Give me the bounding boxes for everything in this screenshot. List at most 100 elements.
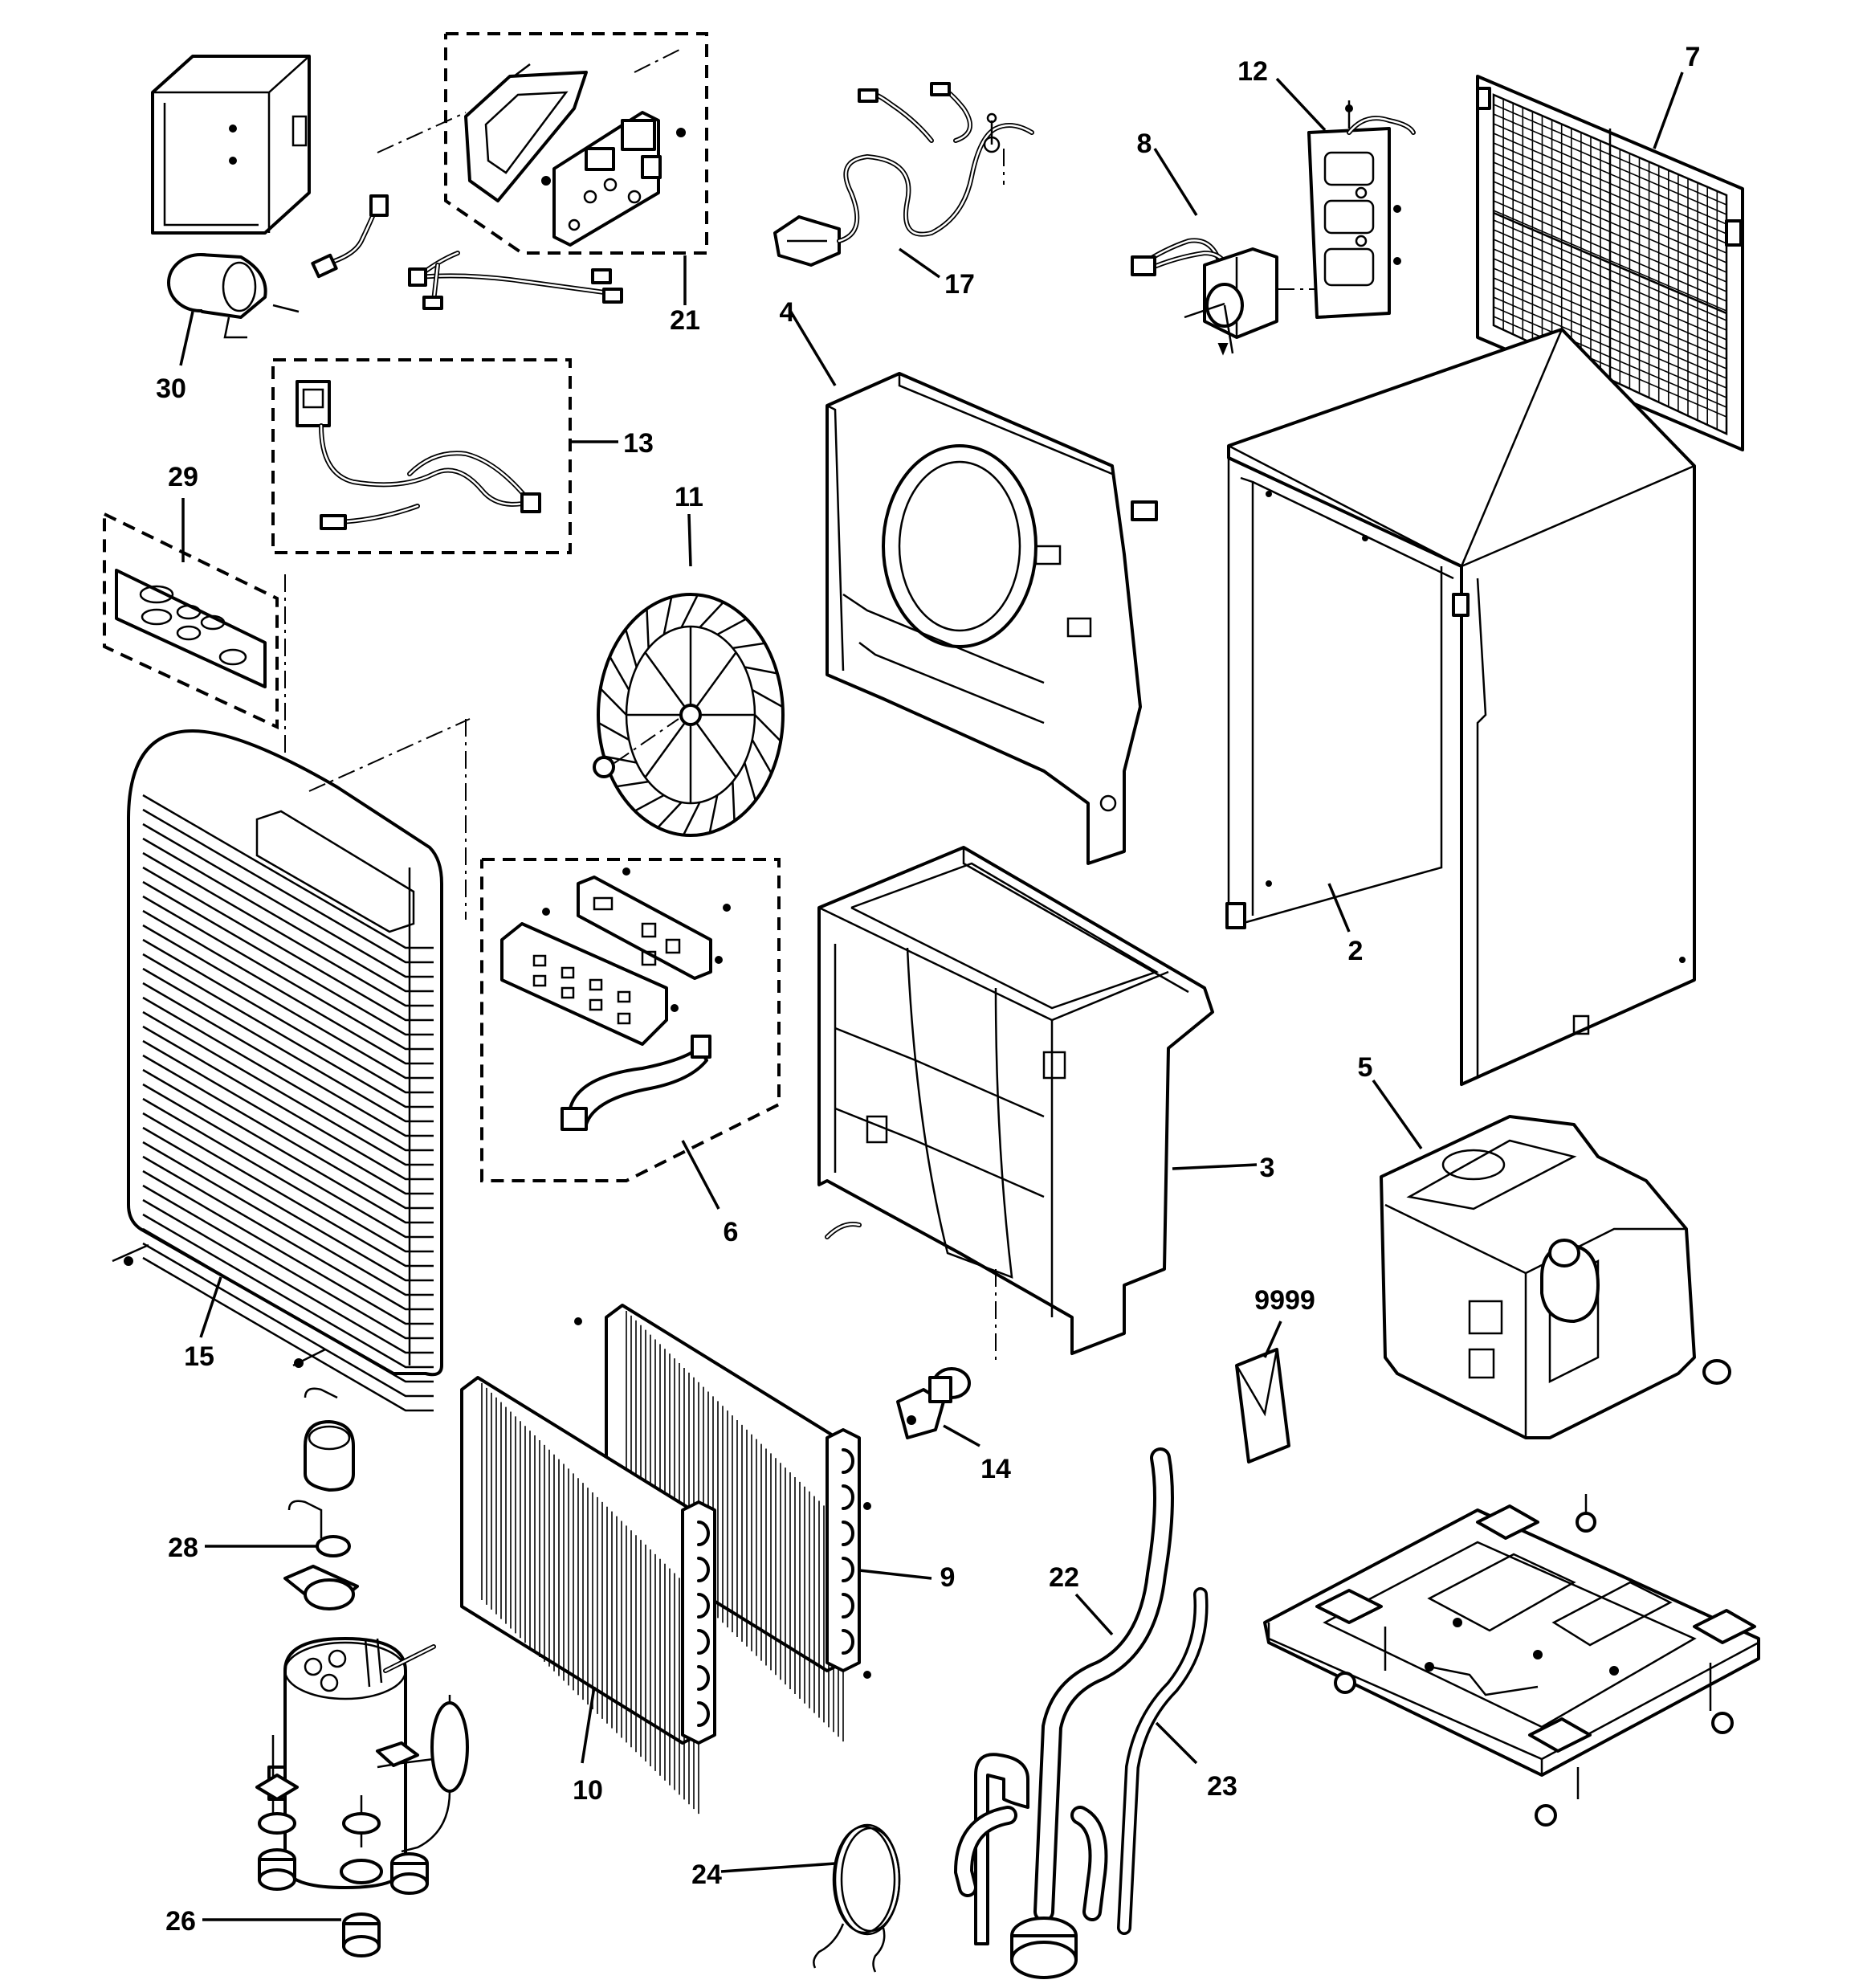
part-15-front-grille (112, 718, 471, 1412)
grille-louver (142, 1170, 434, 1325)
part-29-control-overlay (103, 511, 467, 920)
filter-mesh-line (1493, 104, 1727, 206)
callout-15: 15 (184, 1341, 214, 1372)
part-6-display-board (480, 858, 781, 1182)
grille-louver (142, 1025, 434, 1181)
blower-blade (732, 782, 736, 822)
blower-blade (662, 596, 673, 635)
grille-louver (142, 982, 434, 1137)
filter-mesh-line (1493, 229, 1727, 331)
coil-return-bend (842, 1629, 854, 1655)
part-26-compressor (255, 1637, 469, 1957)
coil-return-bend (697, 1629, 710, 1655)
grille-louver (142, 808, 434, 964)
callout-4: 4 (780, 297, 795, 328)
coil-return-bend (842, 1593, 854, 1619)
display-button (532, 954, 547, 967)
part-8-fan-motor (1131, 238, 1278, 356)
part-12-motor-bracket (1277, 100, 1416, 319)
grille-louver (142, 866, 434, 1022)
part-23-discharge-tube (1117, 1587, 1209, 1935)
part-2-cabinet (1225, 328, 1696, 1086)
blower-blade (616, 780, 649, 788)
callout-28: 28 (168, 1533, 198, 1563)
grille-louver (142, 909, 434, 1065)
display-button (589, 978, 603, 991)
grille-louver (142, 1155, 434, 1311)
grille-louver (142, 1213, 434, 1369)
filter-mesh-line (1493, 113, 1727, 215)
part-9999-literature (1235, 1348, 1290, 1463)
filter-mesh-line (1493, 306, 1727, 408)
display-button (617, 1012, 631, 1025)
part-21-control-board (377, 32, 708, 255)
part-30-control-box-capacitor (151, 55, 389, 339)
filter-mesh-line (1493, 277, 1727, 379)
callout-12: 12 (1237, 56, 1268, 87)
filter-mesh-line (1493, 210, 1727, 312)
coil-return-bend (842, 1521, 854, 1546)
blower-blade (744, 666, 778, 675)
blower-spoke (689, 714, 737, 778)
filter-mesh-line (1493, 181, 1727, 283)
callout-22: 22 (1049, 1562, 1079, 1593)
grille-louver (142, 938, 434, 1094)
display-button (617, 990, 631, 1003)
grille-louver (142, 794, 434, 949)
coil-return-bend (842, 1448, 854, 1474)
part-11-blower-wheel (593, 593, 785, 837)
grille-louver (142, 1141, 434, 1296)
grille-louver (142, 1010, 434, 1166)
part-3-internal-frame (817, 846, 1214, 1365)
grille-louver (142, 924, 434, 1080)
display-button (561, 986, 575, 999)
callout-2: 2 (1348, 936, 1364, 966)
blower-blade (732, 642, 765, 650)
callout-14: 14 (980, 1454, 1011, 1484)
blower-blade (699, 601, 724, 628)
callout-9: 9 (940, 1562, 956, 1593)
blower-spoke (644, 651, 692, 716)
part-4-fan-shroud (826, 372, 1158, 865)
grille-louver (142, 1184, 434, 1340)
grille-louver (142, 967, 434, 1123)
part-17-power-cord (773, 82, 1034, 267)
callout-23: 23 (1207, 1771, 1237, 1802)
filter-mesh-line (1493, 171, 1727, 273)
grille-louver (142, 1112, 434, 1268)
callout-29: 29 (168, 462, 198, 492)
grille-louver (142, 880, 434, 1036)
coil-return-bend (842, 1557, 854, 1582)
callout-10: 10 (573, 1775, 603, 1806)
part-24-capillary-tube (813, 1823, 901, 1973)
blower-spoke (689, 651, 737, 716)
grille-louver (142, 996, 434, 1152)
callout-6: 6 (724, 1217, 739, 1247)
callout-24: 24 (691, 1859, 722, 1890)
blower-blade (624, 628, 638, 667)
callout-5: 5 (1358, 1052, 1373, 1083)
blower-blade (754, 714, 782, 742)
filter-mesh-line (1493, 267, 1727, 369)
grille-louver (142, 1083, 434, 1239)
blower-blade (680, 594, 699, 628)
filter-mesh-line (1493, 190, 1727, 292)
blower-blade (657, 802, 683, 829)
coil-return-bend (697, 1521, 710, 1546)
blower-blade (716, 618, 748, 636)
wiring-harness-small (408, 251, 623, 310)
blower-blade (634, 794, 665, 812)
callout-30: 30 (156, 374, 186, 404)
blower-blade (609, 655, 630, 691)
filter-mesh-line (1493, 142, 1727, 244)
filter-mesh-line (1493, 133, 1727, 235)
callout-13: 13 (623, 428, 654, 459)
filter-mesh-line (1493, 248, 1727, 350)
filter-mesh-line (1493, 219, 1727, 321)
coil-return-bend (697, 1593, 710, 1619)
part-10-condenser-coil (460, 1376, 716, 1815)
part-22-suction-tube (953, 1447, 1174, 1979)
grille-louver (142, 837, 434, 993)
filter-mesh-line (1493, 296, 1727, 398)
coil-return-bend (697, 1701, 710, 1727)
